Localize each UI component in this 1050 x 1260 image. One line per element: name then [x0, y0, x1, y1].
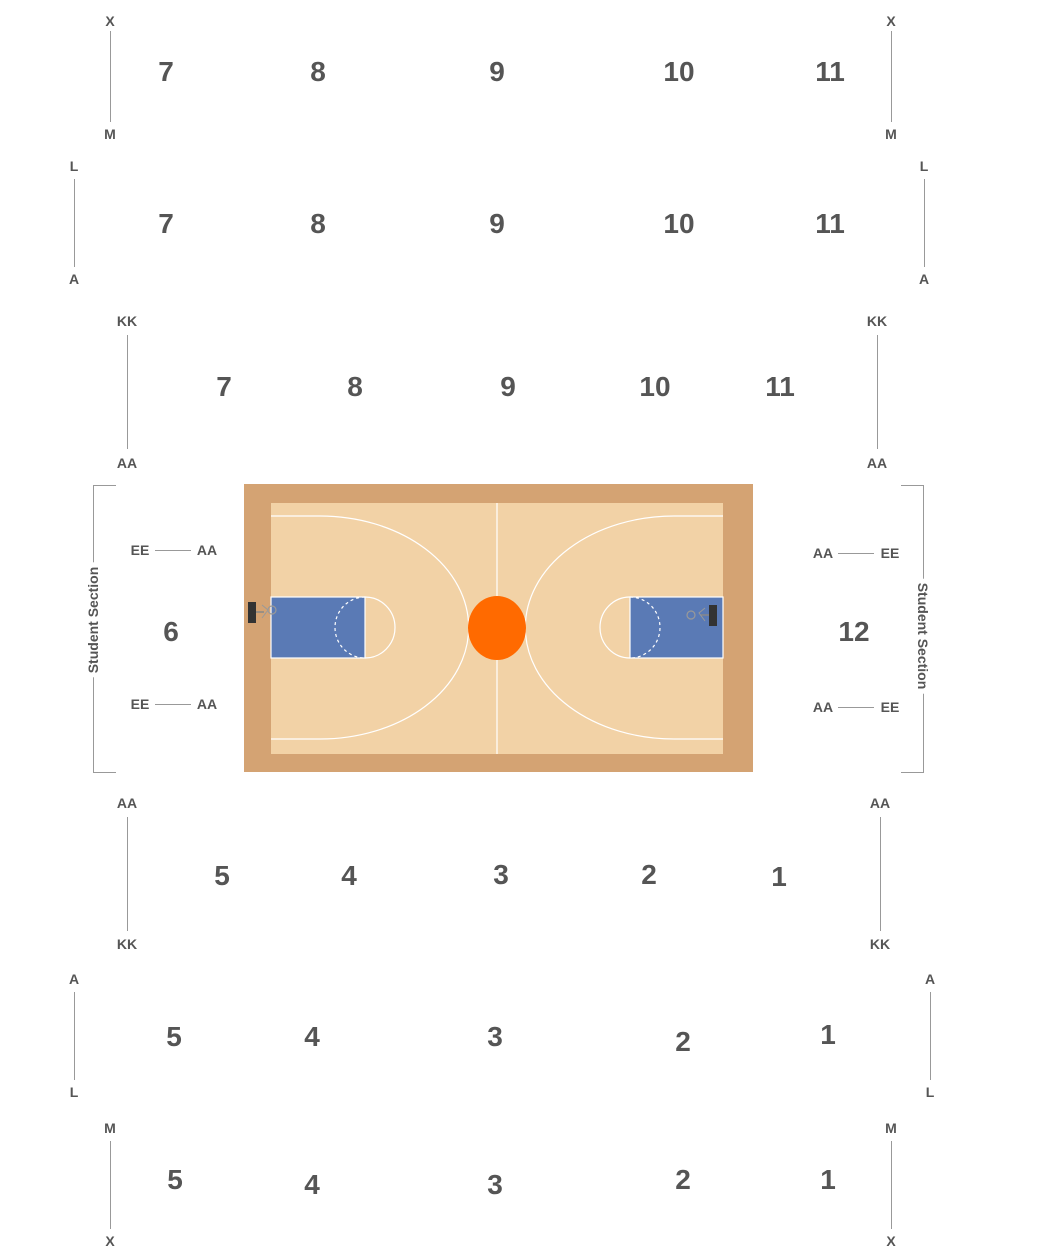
section-9-top-middle[interactable]: 9 — [489, 208, 505, 239]
row-label-right-end-lower-end: EE — [880, 699, 900, 715]
row-guide-line — [930, 992, 931, 1080]
row-guide-line — [110, 1141, 111, 1229]
row-label-top-outer-right-start: X — [886, 13, 896, 29]
row-label-top-inner-left-start: KK — [116, 313, 138, 329]
row-guide-line — [74, 179, 75, 267]
row-guide-line — [891, 1141, 892, 1229]
section-4-bottom-outer[interactable]: 4 — [304, 1169, 320, 1200]
row-label-top-middle-left-end: A — [68, 271, 80, 287]
row-label-top-inner-right-start: KK — [866, 313, 888, 329]
section-2-bottom-outer[interactable]: 2 — [675, 1164, 691, 1195]
row-label-top-outer-left-start: X — [105, 13, 115, 29]
section-5-bottom-inner[interactable]: 5 — [214, 860, 230, 891]
row-guide-line — [155, 704, 191, 705]
row-guide-line — [924, 179, 925, 267]
row-label-left-end-lower-end: AA — [196, 696, 218, 712]
row-guide-line — [110, 31, 111, 122]
row-label-top-middle-right-start: L — [919, 158, 929, 174]
row-label-bottom-middle-right-end: L — [925, 1084, 935, 1100]
row-label-top-middle-left-start: L — [69, 158, 79, 174]
row-guide-line — [891, 31, 892, 122]
student-section-label-right: Student Section — [915, 578, 931, 694]
row-guide-line — [880, 817, 881, 931]
section-8-top-outer[interactable]: 8 — [310, 56, 326, 87]
row-label-bottom-outer-left-end: X — [105, 1233, 115, 1249]
section-3-bottom-inner[interactable]: 3 — [493, 859, 509, 890]
section-9-top-outer[interactable]: 9 — [489, 56, 505, 87]
section-2-bottom-inner[interactable]: 2 — [641, 859, 657, 890]
section-11-top-middle[interactable]: 11 — [815, 208, 845, 239]
basket-hoop-icon — [248, 602, 277, 623]
basketball-court — [244, 484, 753, 772]
row-label-right-end-upper-end: EE — [880, 545, 900, 561]
row-label-right-end-lower-start: AA — [812, 699, 834, 715]
section-12[interactable]: 12 — [838, 616, 870, 647]
center-circle — [468, 596, 526, 660]
section-10-top-outer[interactable]: 10 — [663, 56, 695, 87]
row-label-left-end-lower-start: EE — [130, 696, 150, 712]
section-6[interactable]: 6 — [163, 616, 179, 647]
section-7-top-outer[interactable]: 7 — [158, 56, 174, 87]
row-label-bottom-outer-right-end: X — [886, 1233, 896, 1249]
section-3-bottom-middle[interactable]: 3 — [487, 1021, 503, 1052]
section-11-top-inner[interactable]: 11 — [765, 371, 795, 402]
row-label-right-end-upper-start: AA — [812, 545, 834, 561]
section-8-top-middle[interactable]: 8 — [310, 208, 326, 239]
section-10-top-inner[interactable]: 10 — [639, 371, 671, 402]
paint-right — [629, 596, 724, 659]
row-label-top-inner-left-end: AA — [116, 455, 138, 471]
row-label-top-outer-left-end: M — [104, 126, 116, 142]
row-label-bottom-outer-left-start: M — [104, 1120, 116, 1136]
row-label-bottom-middle-left-end: L — [69, 1084, 79, 1100]
section-7-top-middle[interactable]: 7 — [158, 208, 174, 239]
row-guide-line — [127, 335, 128, 449]
row-label-bottom-middle-left-start: A — [68, 971, 80, 987]
row-label-bottom-outer-right-start: M — [885, 1120, 897, 1136]
row-label-bottom-inner-left-start: AA — [116, 795, 138, 811]
row-label-top-outer-right-end: M — [885, 126, 897, 142]
row-label-bottom-inner-left-end: KK — [116, 936, 138, 952]
student-section-label-left: Student Section — [85, 562, 101, 678]
row-guide-line — [877, 335, 878, 449]
row-guide-line — [127, 817, 128, 931]
paint-left — [270, 596, 366, 659]
section-5-bottom-outer[interactable]: 5 — [167, 1164, 183, 1195]
row-label-bottom-inner-right-end: KK — [869, 936, 891, 952]
section-2-bottom-middle[interactable]: 2 — [675, 1026, 691, 1057]
section-5-bottom-middle[interactable]: 5 — [166, 1021, 182, 1052]
section-1-bottom-inner[interactable]: 1 — [771, 861, 787, 892]
section-8-top-inner[interactable]: 8 — [347, 371, 363, 402]
section-4-bottom-inner[interactable]: 4 — [341, 860, 357, 891]
section-7-top-inner[interactable]: 7 — [216, 371, 232, 402]
section-10-top-middle[interactable]: 10 — [663, 208, 695, 239]
row-label-top-middle-right-end: A — [918, 271, 930, 287]
section-1-bottom-middle[interactable]: 1 — [820, 1019, 836, 1050]
row-label-bottom-middle-right-start: A — [924, 971, 936, 987]
row-guide-line — [155, 550, 191, 551]
row-guide-line — [838, 707, 874, 708]
section-4-bottom-middle[interactable]: 4 — [304, 1021, 320, 1052]
row-guide-line — [838, 553, 874, 554]
row-label-left-end-upper-end: AA — [196, 542, 218, 558]
row-guide-line — [74, 992, 75, 1080]
row-label-top-inner-right-end: AA — [866, 455, 888, 471]
section-11-top-outer[interactable]: 11 — [815, 56, 845, 87]
row-label-bottom-inner-right-start: AA — [869, 795, 891, 811]
section-3-bottom-outer[interactable]: 3 — [487, 1169, 503, 1200]
section-1-bottom-outer[interactable]: 1 — [820, 1164, 836, 1195]
basket-hoop-icon — [686, 605, 717, 626]
section-9-top-inner[interactable]: 9 — [500, 371, 516, 402]
row-label-left-end-upper-start: EE — [130, 542, 150, 558]
